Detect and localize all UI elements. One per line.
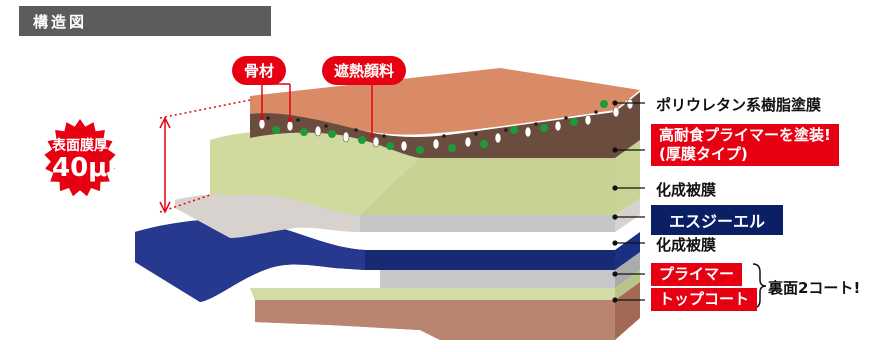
primer-callout: 高耐食プライマーを塗装! (厚膜タイプ)	[651, 124, 839, 166]
chemical-film-1-label: 化成被膜	[656, 181, 717, 199]
back-topcoat-label: トップコート	[651, 288, 758, 311]
back-coat-note: 裏面2コート!	[768, 279, 861, 297]
pigment-pill: 遮熱顔料	[322, 56, 407, 85]
header-bar: 構造図	[19, 6, 271, 36]
pill-pointer-dots	[260, 116, 374, 138]
back-primer-label: プライマー	[651, 263, 743, 286]
leader-lines	[612, 100, 645, 303]
back-primer-layer	[250, 270, 640, 300]
badge-value: 40μm	[52, 153, 135, 183]
header-title: 構造図	[33, 13, 88, 31]
back-coat-brace	[752, 263, 767, 309]
primer-layer	[210, 131, 640, 215]
topcoat-label: ポリウレタン系樹脂塗膜	[656, 96, 822, 114]
chemical-film-1-layer	[175, 193, 640, 238]
aggregate-particles	[258, 98, 634, 152]
primer-callout-line1: 高耐食プライマーを塗装!	[659, 126, 831, 144]
aggregate-pill: 骨材	[232, 56, 287, 85]
badge-prefix: 約	[38, 168, 51, 182]
pigment-particles	[272, 100, 608, 154]
primer-callout-line2: (厚膜タイプ)	[659, 144, 748, 163]
thickness-dimension	[159, 99, 251, 214]
substrate-label: エスジーエル	[651, 205, 784, 235]
pigment-dots	[266, 110, 598, 138]
topcoat-layer	[250, 68, 640, 158]
badge-label: 表面膜厚	[52, 138, 108, 154]
thickness-starburst	[44, 119, 116, 197]
back-topcoat-layer	[255, 282, 640, 340]
substrate-layer	[135, 219, 640, 302]
chemical-film-2-label: 化成被膜	[656, 236, 717, 254]
